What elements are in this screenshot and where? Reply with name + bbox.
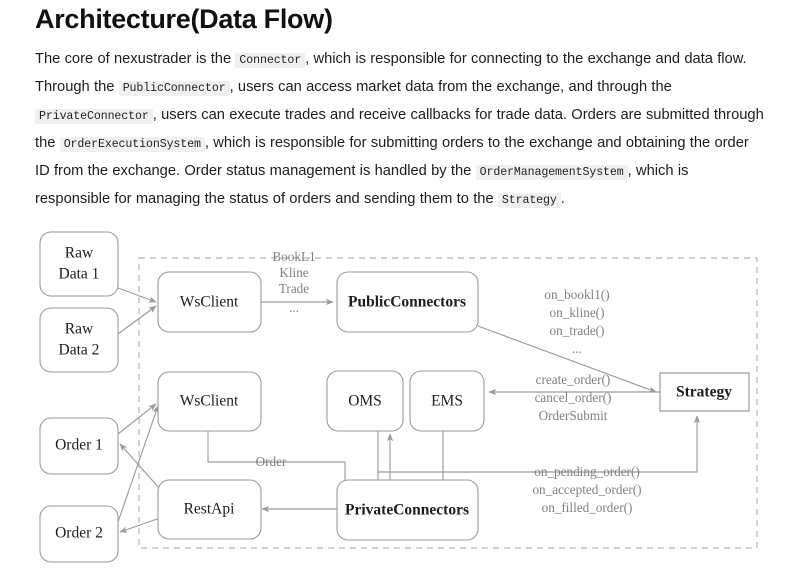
label-market-callbacks-0: on_bookl1() bbox=[544, 287, 609, 302]
code-public-connector: PublicConnector bbox=[118, 81, 230, 97]
node-order-2-label: Order 2 bbox=[55, 525, 103, 542]
paragraph-text-7: . bbox=[560, 191, 565, 208]
paragraph-text-2: , which is responsible for connecting to… bbox=[35, 51, 747, 96]
node-oms-label: OMS bbox=[348, 393, 382, 410]
code-private-connector: PrivateConnector bbox=[35, 109, 153, 125]
label-market-data-0: BookL1 bbox=[272, 249, 315, 264]
label-order-callbacks: on_pending_order() on_accepted_order() o… bbox=[532, 464, 641, 515]
paragraph-text-4: , users can execute trades and receive c… bbox=[35, 107, 764, 152]
edge-order1-wsclient bbox=[117, 403, 157, 435]
paragraph-text-1: The core of nexustrader is the bbox=[35, 51, 236, 68]
edge-restapi-order2 bbox=[119, 517, 161, 533]
node-strategy[interactable]: Strategy bbox=[659, 372, 750, 412]
node-ws-client-bottom[interactable]: WsClient bbox=[157, 371, 262, 432]
node-oms[interactable]: OMS bbox=[326, 370, 404, 432]
node-ws-client-bottom-label: WsClient bbox=[180, 393, 239, 410]
node-order-1-label: Order 1 bbox=[55, 437, 103, 454]
node-private-connectors-label: PrivateConnectors bbox=[345, 502, 469, 519]
label-market-callbacks-2: on_trade() bbox=[550, 323, 605, 338]
label-market-data-1: Kline bbox=[279, 265, 308, 280]
label-market-data: BookL1 Kline Trade ... bbox=[272, 249, 315, 315]
label-order-commands: create_order() cancel_order() OrderSubmi… bbox=[535, 372, 612, 423]
architecture-diagram: Raw Data 1 Raw Data 2 Order 1 Order 2 Ws… bbox=[0, 222, 800, 582]
node-rest-api[interactable]: RestApi bbox=[157, 479, 262, 540]
label-market-data-2: Trade bbox=[279, 281, 309, 296]
node-public-connectors-label: PublicConnectors bbox=[348, 294, 466, 311]
edge-rawdata2-wsclient bbox=[117, 305, 157, 335]
label-order-commands-2: OrderSubmit bbox=[539, 408, 608, 423]
label-order: Order bbox=[256, 454, 287, 469]
label-order-commands-1: cancel_order() bbox=[535, 390, 612, 405]
label-market-data-3: ... bbox=[289, 300, 299, 315]
edge-privateconnectors-strategy bbox=[378, 415, 701, 473]
intro-paragraph: The core of nexustrader is the Connector… bbox=[35, 46, 765, 214]
edge-rawdata1-wsclient bbox=[117, 287, 157, 303]
page-title: Architecture(Data Flow) bbox=[35, 4, 333, 34]
label-order-callbacks-2: on_filled_order() bbox=[542, 500, 633, 515]
node-raw-data-2[interactable]: Raw Data 2 bbox=[39, 307, 119, 373]
edge-wsclient-privateconnectors bbox=[207, 431, 349, 491]
node-raw-data-1-line1: Raw bbox=[65, 245, 94, 262]
label-order-callbacks-0: on_pending_order() bbox=[534, 464, 639, 479]
node-ems[interactable]: EMS bbox=[409, 370, 485, 432]
article-block: Architecture(Data Flow) The core of nexu… bbox=[35, 4, 765, 214]
code-connector: Connector bbox=[235, 53, 306, 69]
node-raw-data-1-line2: Data 1 bbox=[59, 266, 100, 283]
label-market-callbacks: on_bookl1() on_kline() on_trade() ... bbox=[544, 287, 609, 356]
code-strategy: Strategy bbox=[497, 193, 561, 209]
node-raw-data-2-line1: Raw bbox=[65, 321, 94, 338]
code-order-execution-system: OrderExecutionSystem bbox=[59, 137, 205, 153]
node-public-connectors[interactable]: PublicConnectors bbox=[336, 271, 479, 333]
code-order-management-system: OrderManagementSystem bbox=[475, 165, 628, 181]
paragraph-text-5: , which is responsible for submitting or… bbox=[35, 135, 749, 180]
node-rest-api-label: RestApi bbox=[184, 501, 236, 518]
node-ws-client-top-label: WsClient bbox=[180, 294, 239, 311]
edge-publicconnectors-strategy bbox=[477, 325, 657, 393]
label-market-callbacks-3: ... bbox=[572, 341, 582, 356]
edges-group bbox=[117, 287, 701, 533]
node-raw-data-2-line2: Data 2 bbox=[59, 342, 100, 359]
system-boundary bbox=[138, 257, 758, 549]
label-order-commands-0: create_order() bbox=[536, 372, 611, 387]
label-market-callbacks-1: on_kline() bbox=[550, 305, 605, 320]
node-strategy-label: Strategy bbox=[676, 384, 732, 401]
paragraph-text-6: , which is responsible for managing the … bbox=[35, 163, 689, 208]
node-raw-data-1[interactable]: Raw Data 1 bbox=[39, 231, 119, 297]
edge-restapi-order1 bbox=[119, 443, 161, 490]
node-private-connectors[interactable]: PrivateConnectors bbox=[336, 479, 479, 541]
node-order-2[interactable]: Order 2 bbox=[39, 505, 119, 563]
paragraph-text-3: , users can access market data from the … bbox=[229, 79, 672, 96]
node-order-1[interactable]: Order 1 bbox=[39, 417, 119, 475]
node-ems-label: EMS bbox=[431, 393, 463, 410]
node-ws-client-top[interactable]: WsClient bbox=[157, 271, 262, 333]
label-order-callbacks-1: on_accepted_order() bbox=[532, 482, 641, 497]
